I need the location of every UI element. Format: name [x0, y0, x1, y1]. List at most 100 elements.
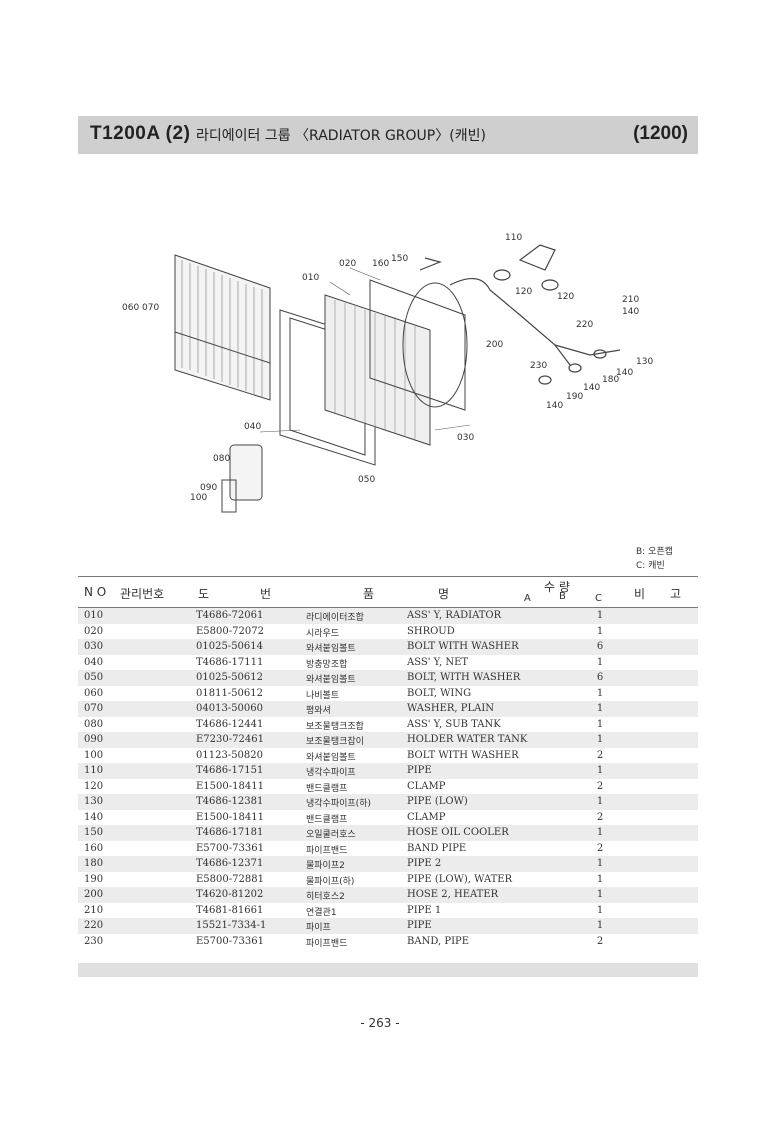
- row-english-name: BOLT WITH WASHER: [407, 641, 519, 652]
- row-part-number: T4686-72061: [196, 610, 264, 621]
- row-english-name: ASS' Y, NET: [407, 656, 469, 668]
- row-part-number: 04013-50060: [196, 703, 264, 714]
- row-qty-c: 1: [596, 904, 604, 916]
- row-english-name: PIPE (LOW): [407, 796, 468, 807]
- row-no: 190: [84, 873, 104, 885]
- callout-210: 210: [622, 295, 639, 305]
- row-korean-name: 와셔붙임볼트: [306, 752, 356, 763]
- row-english-name: PIPE 2: [407, 858, 442, 869]
- row-no: 090: [84, 734, 104, 745]
- row-qty-c: 1: [596, 687, 604, 699]
- callout-050: 050: [358, 475, 375, 485]
- row-qty-c: 6: [596, 672, 604, 683]
- row-english-name: HOSE 2, HEATER: [407, 889, 499, 900]
- exploded-parts-diagram: 110 020 160 150 010 060 070 120 120 210 …: [122, 233, 653, 513]
- row-korean-name: 와셔붙임볼트: [306, 675, 356, 685]
- callout-160: 160: [372, 259, 389, 269]
- row-korean-name: 파이프밴드: [306, 938, 348, 949]
- table-footer-band: [78, 963, 698, 977]
- row-part-number: E5800-72881: [196, 873, 264, 885]
- callout-150: 150: [391, 254, 408, 264]
- row-part-number: T4686-17111: [196, 656, 264, 668]
- callout-190: 190: [566, 392, 583, 402]
- row-english-name: BAND PIPE: [407, 842, 467, 854]
- row-korean-name: 밴드클램프: [306, 783, 348, 794]
- row-korean-name: 오일쿨러호스: [306, 830, 356, 840]
- callout-080: 080: [213, 454, 230, 464]
- row-korean-name: 라디에이터조합: [306, 613, 364, 623]
- row-part-number: T4686-12381: [196, 796, 264, 807]
- row-part-number: 01025-50612: [196, 672, 264, 683]
- row-korean-name: 보조물탱크조합: [306, 721, 364, 732]
- row-qty-c: 1: [596, 920, 604, 931]
- model-code: T1200A (2): [90, 123, 191, 144]
- row-english-name: BAND, PIPE: [407, 935, 470, 947]
- row-no: 080: [84, 718, 104, 730]
- row-qty-c: 1: [596, 873, 604, 885]
- row-korean-name: 연결관1: [306, 907, 337, 918]
- callout-020: 020: [339, 259, 356, 269]
- callout-140-c: 140: [583, 383, 600, 393]
- callout-230: 230: [530, 361, 547, 371]
- callout-220: 220: [576, 320, 593, 330]
- row-english-name: BOLT, WING: [407, 687, 472, 699]
- callout-110: 110: [505, 233, 522, 243]
- callout-040: 040: [244, 422, 261, 432]
- row-no: 110: [84, 765, 104, 776]
- row-english-name: BOLT WITH WASHER: [407, 749, 519, 761]
- row-qty-c: 1: [596, 827, 604, 838]
- row-korean-name: 냉각수파이프(하): [306, 799, 371, 809]
- col-mgmt: 관리번호: [120, 587, 165, 601]
- callout-180: 180: [602, 375, 619, 385]
- row-no: 030: [84, 641, 104, 652]
- row-no: 140: [84, 811, 104, 823]
- callout-100: 100: [190, 493, 207, 503]
- row-part-number: E5800-72072: [196, 625, 264, 637]
- legend-c: C: 캐빈: [636, 561, 665, 571]
- row-part-number: 01025-50614: [196, 641, 264, 652]
- legend-b: B: 오픈캡: [636, 547, 673, 557]
- row-korean-name: 물파이프2: [306, 861, 345, 871]
- row-english-name: WASHER, PLAIN: [407, 703, 495, 714]
- row-part-number: T4686-12441: [196, 718, 264, 730]
- row-english-name: CLAMP: [407, 780, 446, 792]
- row-qty-c: 1: [596, 858, 604, 869]
- row-qty-c: 1: [596, 718, 604, 730]
- row-part-number: E1500-18411: [196, 780, 264, 792]
- row-english-name: HOLDER WATER TANK: [407, 734, 528, 745]
- callout-140-b: 140: [616, 368, 633, 378]
- callout-120-a: 120: [515, 287, 532, 297]
- row-korean-name: 보조물탱크잡이: [306, 737, 364, 747]
- col-drawing-2: 번: [260, 587, 272, 601]
- row-part-number: T4681-81661: [196, 904, 264, 916]
- col-remark-1: 비: [634, 587, 646, 601]
- callout-130: 130: [636, 357, 653, 367]
- row-part-number: E5700-73361: [196, 935, 264, 947]
- row-part-number: E5700-73361: [196, 842, 264, 854]
- row-no: 220: [84, 920, 104, 931]
- row-korean-name: 밴드클램프: [306, 814, 348, 825]
- col-no: N O: [84, 585, 107, 599]
- page-number: - 263 -: [360, 1016, 400, 1030]
- callout-010: 010: [302, 273, 319, 283]
- row-korean-name: 냉각수파이프: [306, 768, 356, 778]
- col-qty: 수 량: [544, 580, 570, 594]
- legend: B: 오픈캡 C: 캐빈: [636, 545, 673, 573]
- row-no: 200: [84, 889, 104, 900]
- row-english-name: PIPE (LOW), WATER: [407, 873, 513, 885]
- row-qty-c: 2: [596, 842, 604, 854]
- col-remark-2: 고: [670, 587, 682, 601]
